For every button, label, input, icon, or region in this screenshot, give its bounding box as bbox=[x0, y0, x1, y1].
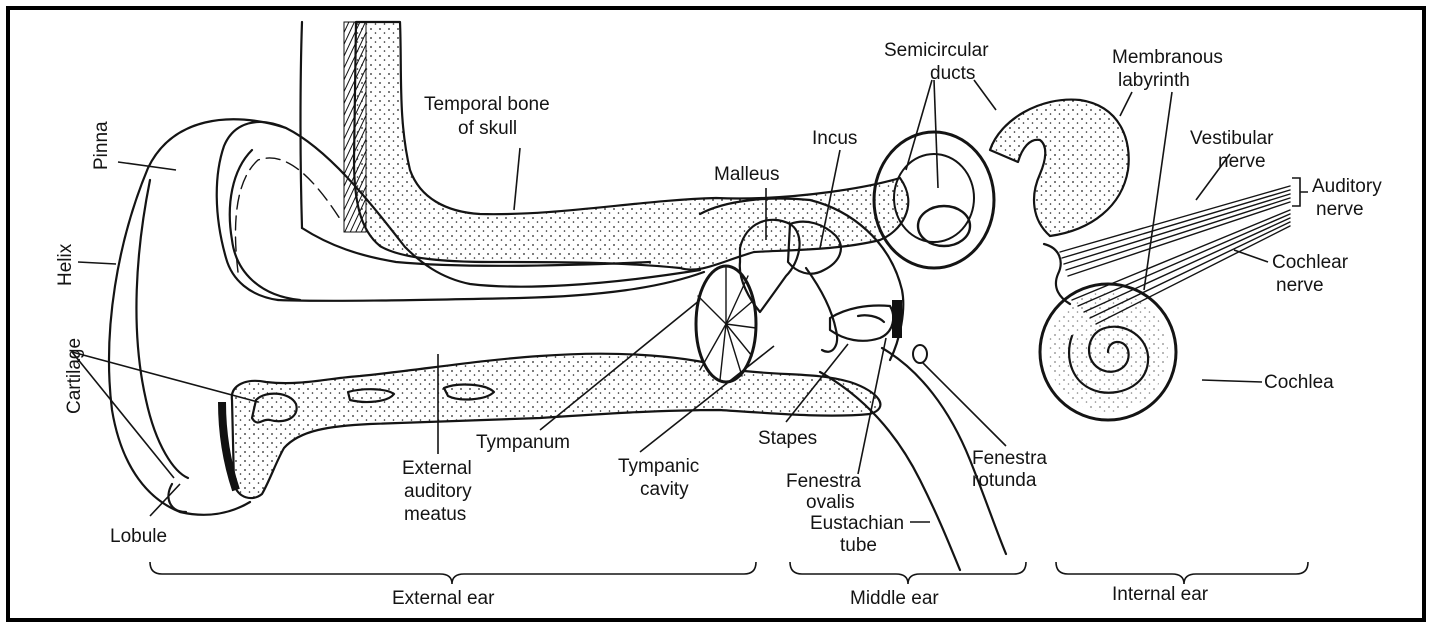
label-fenestra-ovalis-line1: Fenestra bbox=[786, 471, 861, 492]
label-cochlear-line1: Cochlear bbox=[1272, 252, 1349, 273]
region-braces bbox=[150, 562, 1308, 584]
label-external-ear: External ear bbox=[392, 588, 495, 609]
label-pinna: Pinna bbox=[91, 121, 112, 170]
label-tympanic-line2: cavity bbox=[640, 479, 689, 500]
label-auditory-line2: nerve bbox=[1316, 199, 1364, 220]
label-cochlear-line2: nerve bbox=[1276, 275, 1324, 296]
label-temporal-bone-line1: Temporal bone bbox=[424, 94, 550, 115]
label-lobule: Lobule bbox=[110, 526, 167, 547]
label-tympanum: Tympanum bbox=[476, 432, 570, 453]
label-fenestra-rotunda-line2: rotunda bbox=[972, 470, 1037, 491]
label-helix: Helix bbox=[55, 243, 76, 286]
label-cartilage: Cartilage bbox=[64, 338, 85, 414]
label-tympanic-line1: Tympanic bbox=[618, 456, 699, 477]
label-membranous-line1: Membranous bbox=[1112, 47, 1223, 68]
label-auditory-line1: Auditory bbox=[1312, 176, 1382, 197]
label-internal-ear: Internal ear bbox=[1112, 584, 1209, 605]
label-middle-ear: Middle ear bbox=[850, 588, 939, 609]
label-eam-line2: auditory bbox=[404, 481, 472, 502]
label-semicircular-line2: ducts bbox=[930, 63, 975, 84]
label-fenestra-ovalis-line2: ovalis bbox=[806, 492, 855, 513]
label-semicircular-line1: Semicircular bbox=[884, 40, 989, 61]
label-temporal-bone-line2: of skull bbox=[458, 118, 517, 139]
label-cochlea: Cochlea bbox=[1264, 372, 1334, 393]
label-vestibular-line1: Vestibular bbox=[1190, 128, 1274, 149]
ear-canal-drawing bbox=[222, 272, 880, 498]
label-eam-line1: External bbox=[402, 458, 472, 479]
label-malleus: Malleus bbox=[714, 164, 779, 185]
label-incus: Incus bbox=[812, 128, 857, 149]
inner-ear-drawing bbox=[874, 100, 1176, 420]
label-membranous-line2: labyrinth bbox=[1118, 70, 1190, 91]
label-eustachian-line1: Eustachian bbox=[810, 513, 904, 534]
label-eustachian-line2: tube bbox=[840, 535, 877, 556]
label-stapes: Stapes bbox=[758, 428, 817, 449]
label-eam-line3: meatus bbox=[404, 504, 466, 525]
label-vestibular-line2: nerve bbox=[1218, 151, 1266, 172]
label-fenestra-rotunda-line1: Fenestra bbox=[972, 448, 1047, 469]
